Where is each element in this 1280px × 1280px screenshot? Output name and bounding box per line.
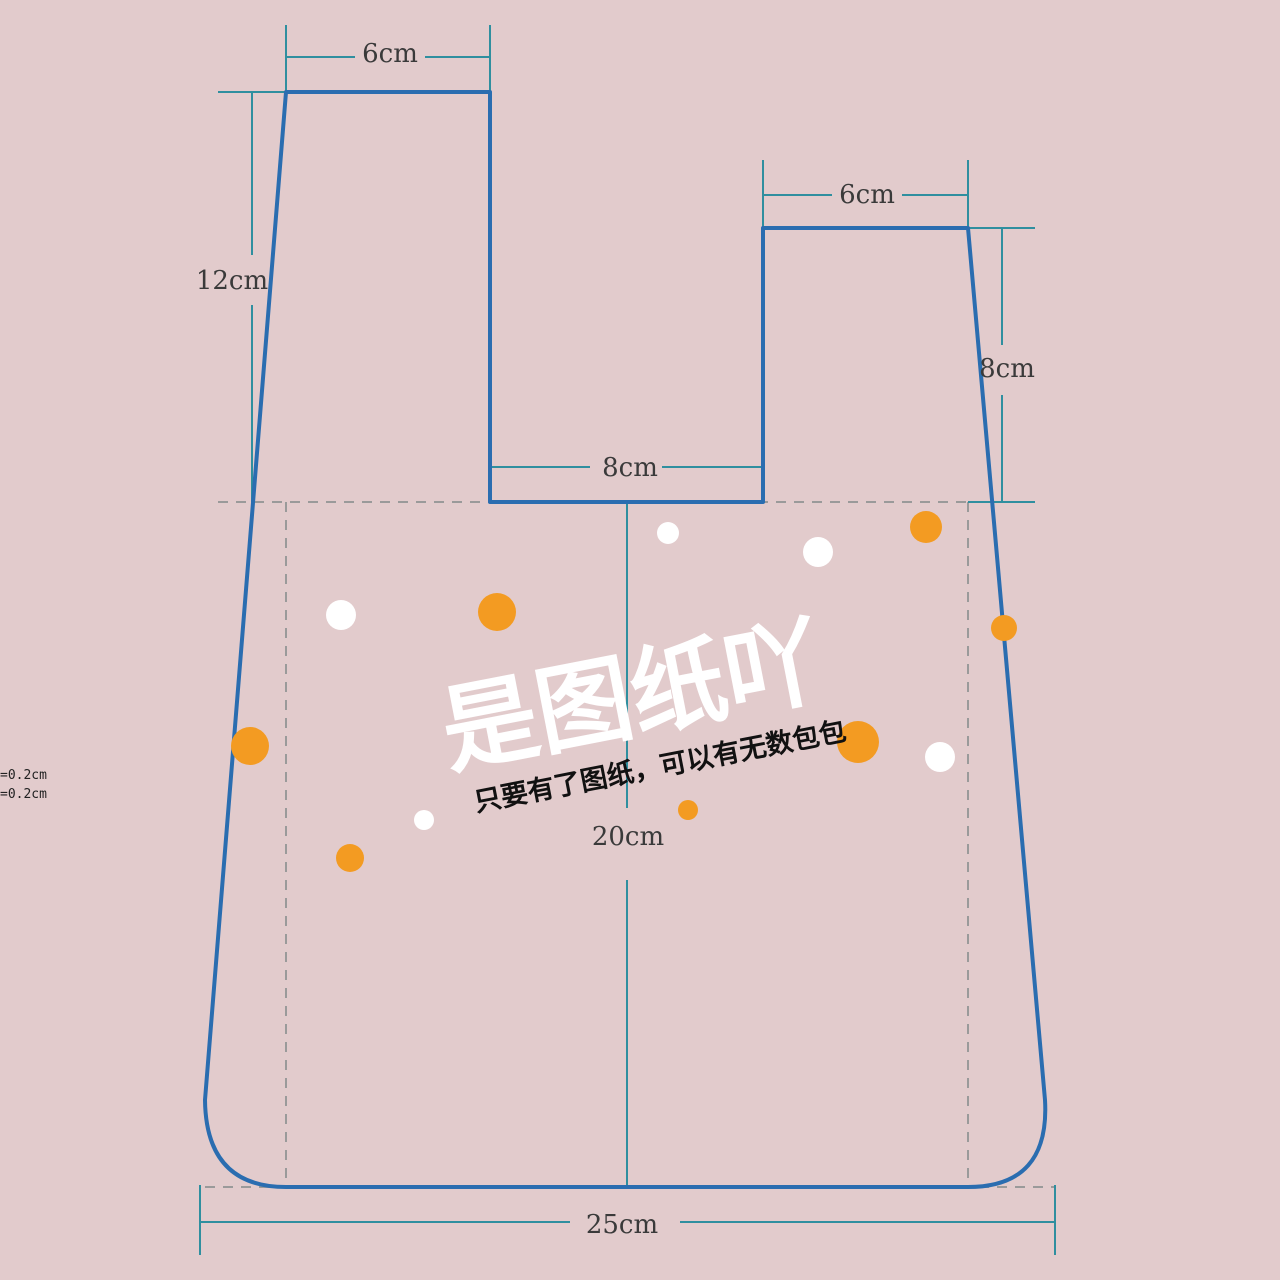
orange-dot	[336, 844, 364, 872]
label-opening-width: 8cm	[602, 453, 658, 483]
orange-dot	[478, 593, 516, 631]
bag-outline	[203, 90, 1048, 1189]
orange-dot	[837, 721, 879, 763]
label-top-right-width: 6cm	[839, 180, 895, 210]
seam-note-2: =0.2cm	[0, 787, 47, 802]
label-right-height: 8cm	[979, 354, 1035, 384]
label-body-height: 20cm	[592, 822, 664, 852]
watermark: 是图纸吖 只要有了图纸，可以有无数包包	[432, 605, 849, 818]
label-left-height: 12cm	[196, 266, 268, 296]
orange-dot	[991, 615, 1017, 641]
orange-dot	[910, 511, 942, 543]
white-dot	[657, 522, 679, 544]
white-dot	[925, 742, 955, 772]
dimension-lines	[199, 25, 1056, 1255]
orange-dot	[678, 800, 698, 820]
seam-allowance-notes: =0.2cm =0.2cm	[0, 766, 47, 804]
label-bottom-width: 25cm	[586, 1210, 658, 1240]
label-top-left-width: 6cm	[362, 39, 418, 69]
white-dot	[803, 537, 833, 567]
seam-note-1: =0.2cm	[0, 768, 47, 783]
white-dot	[326, 600, 356, 630]
white-dot	[414, 810, 434, 830]
watermark-dots	[231, 511, 1017, 872]
orange-dot	[231, 727, 269, 765]
